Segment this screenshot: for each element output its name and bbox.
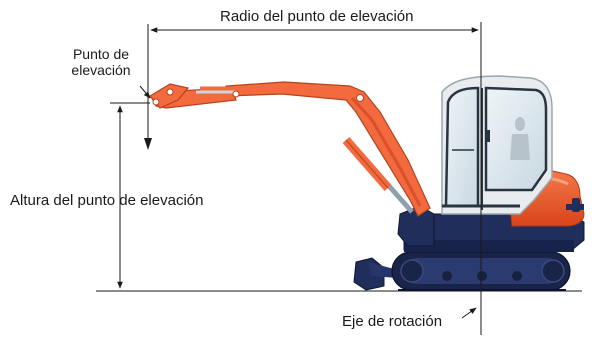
operator-cab bbox=[441, 75, 553, 215]
lift-point-label: Punto de elevación bbox=[60, 46, 142, 78]
rotation-axis-label: Eje de rotación bbox=[342, 313, 443, 330]
boom-cylinder bbox=[342, 137, 414, 214]
excavator-illustration bbox=[149, 75, 585, 291]
lift-point-label-line2: elevación bbox=[71, 62, 131, 78]
lift-point-leader bbox=[139, 85, 151, 99]
radius-label: Radio del punto de elevación bbox=[220, 8, 414, 25]
height-label: Altura del punto de elevación bbox=[10, 192, 204, 209]
rotation-axis-leader bbox=[461, 307, 477, 319]
lift-point-label-line1: Punto de bbox=[72, 46, 130, 62]
dimension-lines bbox=[110, 22, 482, 335]
boom bbox=[225, 81, 431, 217]
